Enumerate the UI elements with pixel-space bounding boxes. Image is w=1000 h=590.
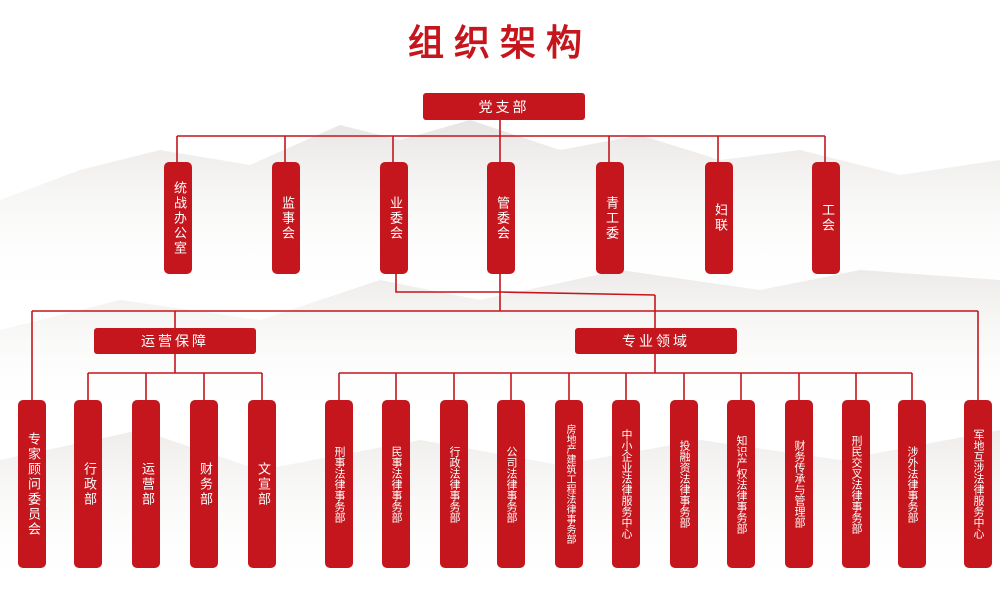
node-dept: 文宣部 (248, 400, 276, 568)
node-label: 中小企业法律服务中心 (620, 429, 633, 539)
group-label: 运营保障 (141, 334, 209, 350)
node-dept: 行政部 (74, 400, 102, 568)
node-dept: 运营部 (132, 400, 160, 568)
node-label: 投融资法律事务部 (678, 440, 691, 528)
node-label: 刑民交叉法律事务部 (850, 434, 863, 534)
node-dept: 涉外法律事务部 (898, 400, 926, 568)
node-label: 文宣部 (255, 461, 270, 507)
node-dept: 刑事法律事务部 (325, 400, 353, 568)
node-dept: 行政法律事务部 (440, 400, 468, 568)
node-label: 专家顾问委员会 (25, 431, 40, 537)
node-label: 行政部 (81, 461, 96, 507)
node-dept: 财务传承与管理部 (785, 400, 813, 568)
node-label: 公司法律事务部 (505, 445, 518, 523)
node-label: 财务部 (197, 461, 212, 507)
node-label: 青工委 (603, 195, 618, 241)
node-label: 管委会 (494, 195, 509, 241)
node-label: 妇联 (712, 203, 727, 233)
node-label: 工会 (819, 203, 834, 233)
node-level2: 业委会 (380, 162, 408, 274)
node-label: 知识产权法律事务部 (735, 434, 748, 534)
node-label: 财务传承与管理部 (793, 440, 806, 528)
node-label: 行政法律事务部 (448, 445, 461, 523)
node-dept: 财务部 (190, 400, 218, 568)
node-level2: 妇联 (705, 162, 733, 274)
node-label: 业委会 (387, 195, 402, 241)
node-dept: 知识产权法律事务部 (727, 400, 755, 568)
node-label: 运营部 (139, 461, 154, 507)
node-label: 统战办公室 (171, 180, 186, 256)
node-dept: 公司法律事务部 (497, 400, 525, 568)
group-operations: 运营保障 (94, 328, 256, 354)
node-level2: 工会 (812, 162, 840, 274)
node-dept: 刑民交叉法律事务部 (842, 400, 870, 568)
node-level2: 管委会 (487, 162, 515, 274)
node-label: 监事会 (279, 195, 294, 241)
node-level2: 监事会 (272, 162, 300, 274)
node-label: 民事法律事务部 (390, 445, 403, 523)
node-label: 党支部 (478, 99, 530, 116)
node-dept: 专家顾问委员会 (18, 400, 46, 568)
group-professional: 专业领域 (575, 328, 737, 354)
node-label: 刑事法律事务部 (333, 445, 346, 523)
node-label: 军地互涉法律服务中心 (972, 429, 985, 539)
node-dept: 房地产建筑工程法律事务部 (555, 400, 583, 568)
node-level2: 青工委 (596, 162, 624, 274)
group-label: 专业领域 (622, 334, 690, 350)
node-dept: 中小企业法律服务中心 (612, 400, 640, 568)
node-level2: 统战办公室 (164, 162, 192, 274)
node-dept: 投融资法律事务部 (670, 400, 698, 568)
node-dept: 民事法律事务部 (382, 400, 410, 568)
node-label: 房地产建筑工程法律事务部 (564, 424, 575, 544)
page-title: 组织架构 (407, 22, 592, 64)
node-label: 涉外法律事务部 (906, 445, 919, 523)
node-party-branch: 党支部 (423, 93, 585, 120)
node-dept: 军地互涉法律服务中心 (964, 400, 992, 568)
